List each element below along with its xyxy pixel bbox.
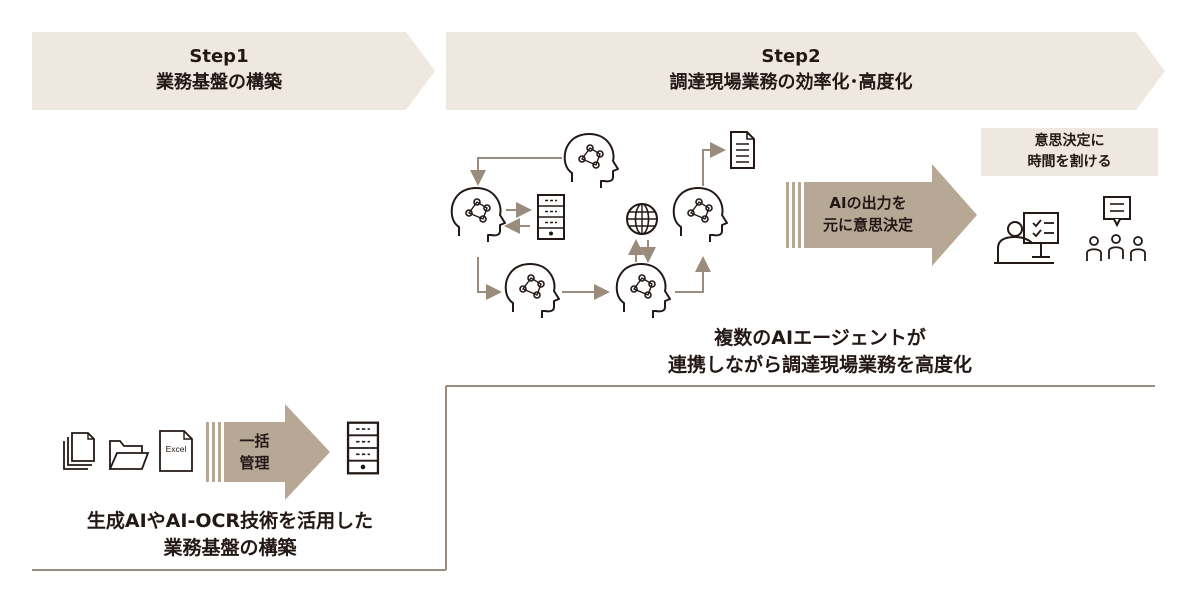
step2-caption: 複数のAIエージェントが 連携しながら調達現場業務を高度化 — [560, 325, 1080, 379]
step1-header: Step1 業務基盤の構築 — [32, 44, 406, 96]
decision-label-line: 時間を割ける — [1027, 154, 1112, 170]
globe-icon — [626, 203, 658, 235]
step2-subtitle: 調達現場業務の効率化･高度化 — [669, 72, 913, 93]
arrow-label-line: 管理 — [239, 454, 270, 472]
ai-head-icon — [504, 263, 560, 319]
step1-banner — [32, 32, 435, 110]
step2-banner — [446, 32, 1165, 110]
step2-arrow-label: AIの出力を 元に意思決定 — [804, 192, 932, 236]
caption-line: 業務基盤の構築 — [163, 537, 297, 559]
ai-head-icon — [450, 187, 506, 243]
folder-icon — [108, 440, 150, 470]
presenter-icon — [994, 212, 1059, 264]
step1-caption: 生成AIやAI-OCR技術を活用した 業務基盤の構築 — [40, 508, 420, 562]
ai-head-icon — [672, 187, 728, 243]
arrow-label-line: 元に意思決定 — [822, 216, 913, 234]
step2-decision-arrow — [786, 164, 977, 266]
flow-connector — [675, 256, 711, 293]
meeting-icon — [1086, 196, 1146, 261]
decision-label-line: 意思決定に — [1034, 133, 1105, 149]
ai-head-icon — [615, 263, 671, 319]
step2-title: Step2 — [761, 46, 821, 67]
arrow-label-line: 一括 — [239, 432, 270, 450]
ai-head-icon — [563, 133, 619, 189]
document-icon — [730, 131, 755, 169]
flow-connector — [702, 142, 726, 186]
flow-connector — [477, 257, 502, 300]
caption-line: 複数のAIエージェントが — [714, 327, 926, 349]
step1-arrow-label: 一括 管理 — [224, 430, 285, 474]
decision-time-box: 意思決定に 時間を割ける — [981, 128, 1158, 176]
server-icon — [346, 421, 380, 475]
caption-line: 生成AIやAI-OCR技術を活用した — [86, 510, 374, 532]
step2-header: Step2 調達現場業務の効率化･高度化 — [446, 44, 1136, 96]
step1-manage-arrow — [206, 404, 330, 500]
excel-file-icon: Excel — [159, 430, 193, 472]
arrow-label-line: AIの出力を — [829, 194, 907, 212]
flow-connector — [470, 157, 562, 186]
step1-subtitle: 業務基盤の構築 — [156, 72, 282, 93]
step1-title: Step1 — [189, 46, 249, 67]
files-icon — [63, 432, 95, 470]
caption-line: 連携しながら調達現場業務を高度化 — [667, 354, 972, 376]
server-icon — [537, 194, 565, 240]
excel-file-label: Excel — [166, 444, 187, 454]
